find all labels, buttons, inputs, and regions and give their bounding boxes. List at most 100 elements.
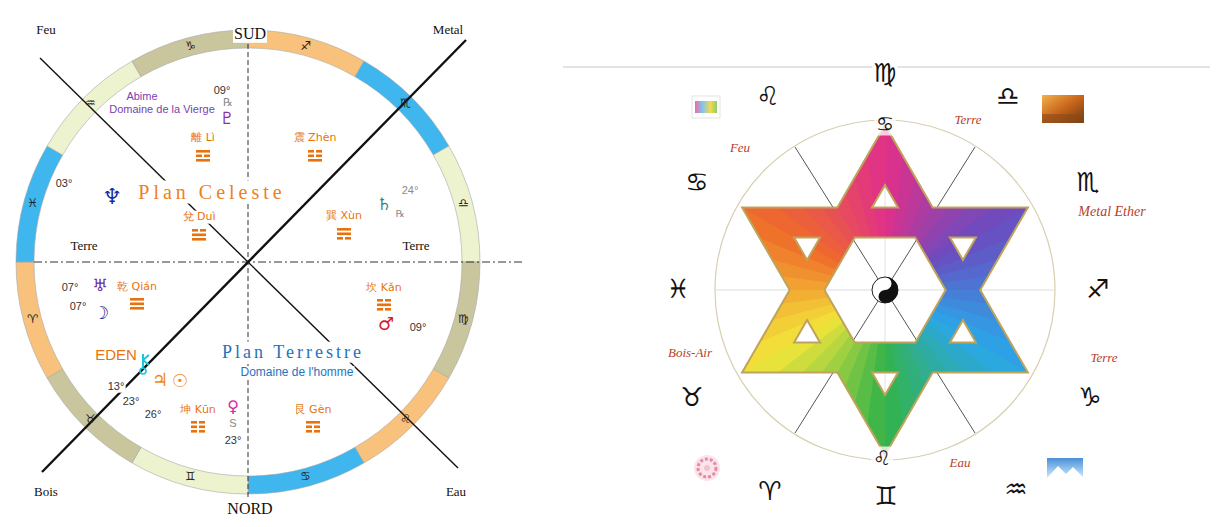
ring-segment: [132, 447, 248, 494]
zodiac-glyph: ♉: [85, 413, 96, 427]
compass-label: Eau: [445, 485, 467, 500]
retrograde-mark: ℞: [222, 97, 234, 110]
trigram-name: 坤 Kūn: [179, 404, 217, 417]
zodiac-glyph: ♎: [458, 197, 469, 211]
degree-label: 03°: [55, 177, 74, 190]
zodiac-glyph: ♎: [995, 82, 1020, 112]
degree-label: 09°: [213, 84, 232, 97]
rainbow-star: [685, 90, 1085, 490]
zodiac-glyph: ♈: [757, 477, 782, 507]
element-label: Bois-Air: [667, 346, 713, 361]
photo-thumbnail: [1047, 458, 1083, 484]
planet-glyph: ♇: [218, 109, 235, 129]
trigram: [308, 150, 322, 162]
zodiac-glyph: ♐: [300, 40, 311, 54]
zodiac-glyph: ♑: [185, 40, 196, 54]
photo-thumbnail: [694, 455, 720, 481]
zodiac-glyph: ♏: [400, 97, 411, 111]
degree-label: 24°: [401, 184, 420, 197]
ring-segment: [355, 369, 449, 463]
zodiac-glyph: ♒: [85, 97, 96, 111]
degree-label: 23°: [224, 434, 243, 447]
degree-label: 07°: [61, 281, 80, 294]
photo-thumbnail: [1042, 95, 1084, 123]
planet-glyph: ♅: [91, 276, 108, 296]
plane-title: Plan Terrestre: [221, 342, 365, 363]
station-mark: S: [228, 417, 237, 430]
trigram-name: 兌 Duì: [182, 211, 217, 224]
star-color-sector: [885, 264, 1085, 292]
retrograde-mark: ℞: [395, 208, 406, 220]
degree-label: 07°: [69, 300, 88, 313]
trigram-name: 離 Lì: [190, 132, 216, 145]
trigram: [377, 299, 391, 311]
element-label: Terre: [953, 113, 982, 128]
trigram-name: 艮 Gèn: [294, 404, 333, 417]
ring-segment: [16, 262, 63, 378]
photo-thumbnail: [692, 96, 720, 118]
meridian-line: [248, 44, 249, 498]
degree-label: 09°: [409, 321, 428, 334]
zodiac-glyph: ♌: [400, 413, 411, 427]
planet-glyph: ☽: [92, 303, 110, 324]
place-label: EDEN: [94, 346, 138, 363]
zodiac-glyph: ♓: [665, 275, 690, 305]
planet-glyph: ♄: [375, 195, 392, 215]
zodiac-glyph: ♏: [1075, 168, 1100, 198]
planet-glyph: ♃: [151, 370, 169, 391]
region-label: Abime: [125, 90, 158, 103]
zodiac-glyph: ♊: [185, 470, 196, 484]
zodiac-glyph: ♋: [300, 470, 311, 484]
trigram: [337, 228, 351, 240]
zodiac-glyph: ♋: [684, 168, 709, 198]
star-color-sector: [685, 288, 885, 316]
element-label: Feu: [729, 141, 751, 156]
ring-segment: [433, 262, 480, 378]
planet-glyph: ♀: [226, 398, 240, 416]
compass-label: NORD: [226, 500, 273, 518]
planet-glyph: ☉: [171, 371, 189, 392]
zodiac-glyph: ♓: [27, 197, 38, 211]
zodiac-glyph: ♍: [458, 313, 469, 327]
yin-yang: [872, 277, 898, 303]
trigram-name: 乾 Qián: [116, 281, 158, 294]
element-label: Terre: [1089, 351, 1118, 366]
compass-label: Metal: [432, 23, 464, 38]
degree-label: 23°: [122, 395, 141, 408]
element-label: Metal Ether: [1077, 204, 1146, 220]
ring-segment: [248, 447, 364, 494]
element-label: Eau: [949, 456, 972, 471]
planet-glyph: ♂: [377, 314, 395, 335]
chiron-glyph: [140, 354, 149, 374]
trigram: [196, 150, 210, 162]
compass-label: Bois: [33, 485, 59, 500]
trigram: [191, 421, 205, 433]
region-label: Domaine de la Vierge: [108, 103, 216, 116]
ring-segment: [47, 369, 141, 463]
zodiac-glyph: ♍: [872, 59, 897, 89]
zodiac-glyph: ♌: [755, 82, 780, 112]
degree-label: 26°: [144, 408, 163, 421]
plane-title: Plan Celeste: [137, 181, 286, 204]
element-label: Terre: [69, 239, 98, 254]
zodiac-glyph: ♉: [679, 383, 704, 413]
compass-label: SUD: [233, 25, 267, 43]
ring-segment: [355, 61, 449, 155]
planet-glyph: ♆: [101, 184, 123, 209]
element-label: Terre: [401, 239, 430, 254]
trigram: [130, 298, 144, 310]
node-glyph: ♋: [874, 113, 896, 136]
trigram-name: 坎 Kǎn: [365, 282, 402, 295]
zodiac-glyph: ♒: [1003, 475, 1028, 505]
degree-label: 13°: [107, 380, 126, 393]
plane-subtitle: Domaine de l'homme: [239, 366, 354, 380]
zodiac-glyph: ♈: [27, 313, 38, 327]
ring-segment: [16, 146, 63, 262]
zodiac-glyph: ♑: [1077, 383, 1102, 413]
zodiac-glyph: ♊: [873, 482, 898, 512]
horizon-line: [34, 262, 522, 263]
trigram-name: 震 Zhèn: [293, 132, 338, 145]
